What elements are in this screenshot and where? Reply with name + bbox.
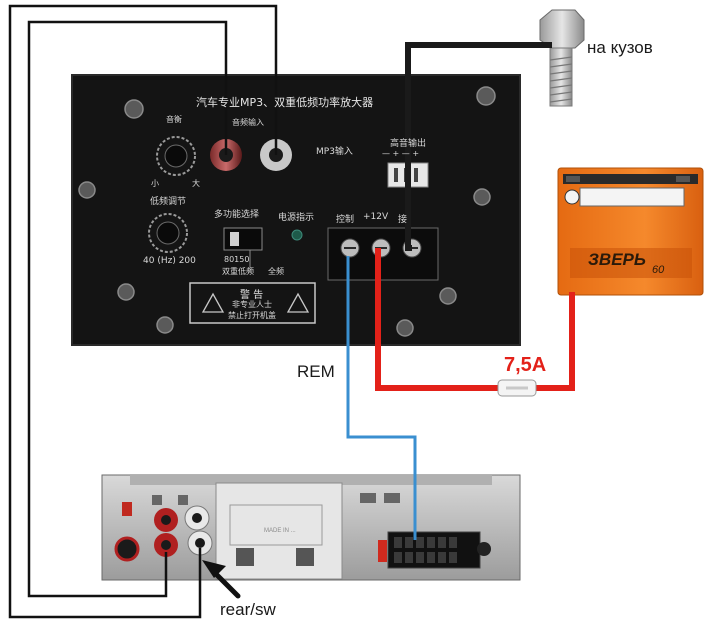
control-terminal-label: 控制: [336, 215, 355, 225]
battery-capacity: 60: [652, 264, 665, 276]
power-indicator-label: 电源指示: [278, 213, 315, 223]
black-rca-cable-outer: [8, 4, 278, 619]
full-range-label: 全频: [268, 267, 284, 276]
inline-fuse-icon: [497, 379, 537, 397]
ground-wire: [405, 42, 552, 251]
balance-small-label: 小: [151, 179, 159, 188]
ground-bolt-icon: [539, 9, 585, 107]
rem-label: REM: [297, 362, 335, 381]
ground-label: на кузов: [587, 38, 653, 57]
balance-label: 音衡: [166, 115, 182, 124]
balance-knob: [156, 136, 196, 176]
warning-title: 警 告: [240, 290, 264, 301]
rear-sw-arrow-icon: [202, 560, 241, 599]
head-unit-plate-text: MADE IN ...: [264, 528, 296, 534]
head-unit: [101, 474, 521, 581]
warning-line-2: 禁止打开机盖: [228, 311, 276, 320]
high-output-label: 高音输出: [390, 139, 427, 149]
power-terminal-block: [327, 227, 439, 281]
mode-switch: [223, 227, 263, 270]
amplifier-panel: [71, 74, 521, 346]
high-output-polarity: — + — +: [382, 149, 420, 158]
battery-icon: [557, 167, 704, 296]
fuse-label: 7,5A: [504, 354, 547, 376]
ground-terminal-label: 接: [398, 215, 408, 225]
plus12v-terminal-label: +12V: [363, 212, 389, 222]
antenna-socket-icon: [114, 536, 140, 562]
warning-plate: [189, 282, 316, 324]
multi-select-label: 多功能选择: [214, 210, 260, 220]
warning-line-1: 非专业人士: [232, 300, 272, 309]
remote-wire: [346, 256, 417, 540]
switch-marks-label: 80150: [224, 255, 250, 264]
bass-range-label: 40 (Hz) 200: [143, 256, 196, 266]
bass-knob: [148, 213, 188, 253]
power-wire-12v: [375, 248, 575, 391]
head-unit-rca-output-icon: [154, 505, 213, 557]
mp3-input-label: MP3输入: [316, 147, 353, 157]
black-rca-cable-inner: [27, 20, 228, 598]
amplifier-title: 汽车专业MP3、双重低频功率放大器: [196, 96, 374, 109]
dual-bass-label: 双重低频: [222, 267, 254, 276]
battery-brand: ЗВЕРЬ: [588, 250, 646, 269]
audio-input-label: 音频输入: [232, 118, 264, 127]
head-unit-red-connector: [122, 502, 132, 516]
iso-connector: [378, 531, 481, 569]
screw-icon: [78, 86, 496, 337]
rear-sw-label: rear/sw: [220, 600, 276, 619]
power-indicator-led: [291, 229, 303, 241]
bass-adjust-label: 低频调节: [150, 197, 187, 207]
balance-large-label: 大: [192, 179, 200, 188]
